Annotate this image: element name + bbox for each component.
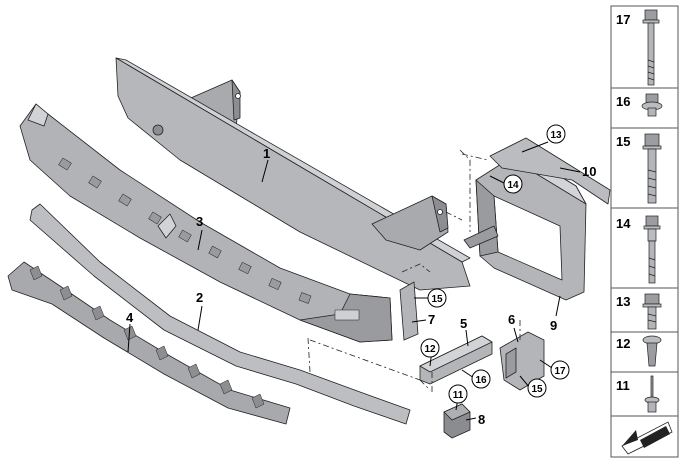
- callout-17: 17: [550, 360, 570, 380]
- callout-7: 7: [428, 312, 435, 327]
- svg-text:15: 15: [531, 384, 543, 395]
- slide-rail: [419, 335, 493, 385]
- svg-text:11: 11: [453, 390, 464, 401]
- flange-nut-icon: [641, 93, 663, 117]
- lower-support-strip: [7, 261, 291, 425]
- callout-15-lower: 15: [527, 378, 547, 398]
- callout-16: 16: [471, 369, 491, 389]
- small-bracket: [399, 281, 419, 341]
- svg-text:16: 16: [616, 94, 630, 109]
- hex-bolt-icon: [642, 133, 662, 204]
- callout-1: 1: [263, 146, 270, 161]
- svg-text:17: 17: [554, 366, 566, 377]
- lower-trim-strip: [29, 203, 411, 425]
- callout-5: 5: [460, 316, 467, 331]
- fastener-legend: 17 16 15: [610, 5, 679, 458]
- callout-9: 9: [550, 318, 557, 333]
- arrow-reference-icon: [621, 421, 673, 455]
- hex-collar-bolt-icon: [643, 215, 661, 284]
- callout-10: 10: [582, 164, 596, 179]
- svg-text:13: 13: [616, 294, 630, 309]
- svg-text:12: 12: [616, 336, 630, 351]
- svg-text:17: 17: [616, 12, 630, 27]
- svg-text:14: 14: [616, 216, 631, 231]
- legend-item-11: 11: [616, 375, 660, 413]
- expanding-rivet-icon: [642, 335, 662, 367]
- callout-8: 8: [478, 412, 485, 427]
- callout-11: 11: [448, 384, 468, 404]
- bumper-carrier-beam: [115, 57, 471, 291]
- callout-numbers: 1 2 3 4 5 6 7 8 9 10: [126, 146, 596, 427]
- callout-6: 6: [508, 312, 515, 327]
- callout-14: 14: [503, 174, 523, 194]
- legend-item-14: 14: [616, 215, 661, 284]
- legend-item-15: 15: [616, 133, 662, 204]
- short-hex-bolt-icon: [642, 293, 662, 330]
- svg-text:13: 13: [550, 130, 562, 141]
- callout-3: 3: [196, 214, 203, 229]
- callout-2: 2: [196, 290, 203, 305]
- svg-text:11: 11: [616, 378, 630, 393]
- svg-text:14: 14: [507, 180, 519, 191]
- legend-item-13: 13: [616, 293, 662, 330]
- callout-12: 12: [420, 338, 440, 358]
- mounting-strip: [489, 137, 611, 205]
- svg-text:15: 15: [616, 134, 630, 149]
- svg-text:12: 12: [424, 344, 436, 355]
- callout-13: 13: [546, 124, 566, 144]
- blind-rivet-icon: [644, 375, 660, 413]
- circled-callouts: 13 14 15 12 16 15 17 11: [420, 124, 570, 404]
- clip-block: [443, 403, 471, 439]
- legend-item-17: 17: [616, 9, 660, 86]
- holder-bracket: [499, 331, 545, 391]
- long-hex-bolt-icon: [642, 9, 660, 86]
- assembly-guide-lines: [307, 149, 521, 392]
- callout-4: 4: [126, 310, 134, 325]
- svg-text:15: 15: [431, 294, 443, 305]
- legend-item-16: 16: [616, 93, 663, 117]
- energy-absorber: [19, 103, 393, 343]
- callout-15-upper: 15: [427, 288, 447, 308]
- svg-text:16: 16: [475, 375, 487, 386]
- legend-item-12: 12: [616, 335, 662, 367]
